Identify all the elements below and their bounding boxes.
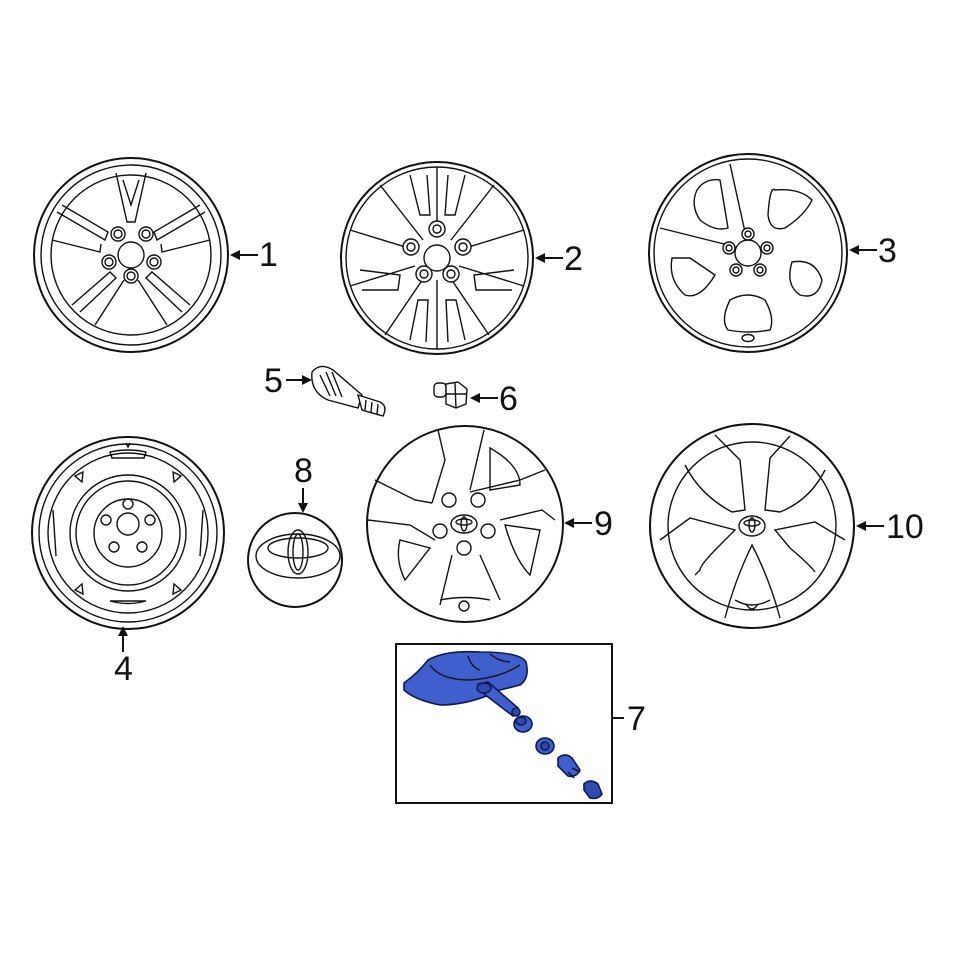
wheel-2-icon[interactable]	[340, 161, 534, 355]
tpms-kit-7-frame	[395, 643, 624, 804]
callout-label-8[interactable]: 8	[294, 452, 313, 490]
callout-arrow-9	[564, 518, 592, 528]
callout-label-9[interactable]: 9	[594, 505, 613, 543]
valve-stem-5-icon[interactable]	[311, 365, 386, 417]
steel-wheel-4-icon[interactable]	[31, 436, 225, 630]
callout-arrow-2	[535, 253, 563, 263]
lug-nut-6-icon[interactable]	[433, 381, 468, 409]
wheel-cover-10-icon[interactable]	[649, 423, 855, 629]
callout-label-1[interactable]: 1	[259, 236, 278, 274]
callout-arrow-8	[298, 488, 308, 513]
callout-label-6[interactable]: 6	[499, 380, 518, 418]
wheel-3-icon[interactable]	[648, 153, 848, 353]
callout-label-3[interactable]: 3	[878, 232, 897, 270]
callout-arrow-6	[470, 393, 498, 403]
wheel-1-icon[interactable]	[33, 157, 229, 353]
callout-label-4[interactable]: 4	[114, 650, 133, 688]
callout-arrow-10	[856, 521, 884, 531]
wheel-cover-9-icon[interactable]	[366, 425, 564, 623]
callout-label-7[interactable]: 7	[627, 700, 646, 738]
callout-label-5[interactable]: 5	[264, 362, 283, 400]
center-cap-8-icon[interactable]	[247, 512, 343, 608]
tpms-sensor-7-icon[interactable]	[403, 650, 603, 800]
callout-arrow-5	[286, 375, 312, 385]
callout-label-10[interactable]: 10	[886, 508, 924, 546]
callout-arrow-4	[118, 626, 128, 652]
callout-arrow-1	[230, 250, 258, 260]
callout-arrow-3	[849, 245, 877, 255]
callout-label-2[interactable]: 2	[564, 240, 583, 278]
